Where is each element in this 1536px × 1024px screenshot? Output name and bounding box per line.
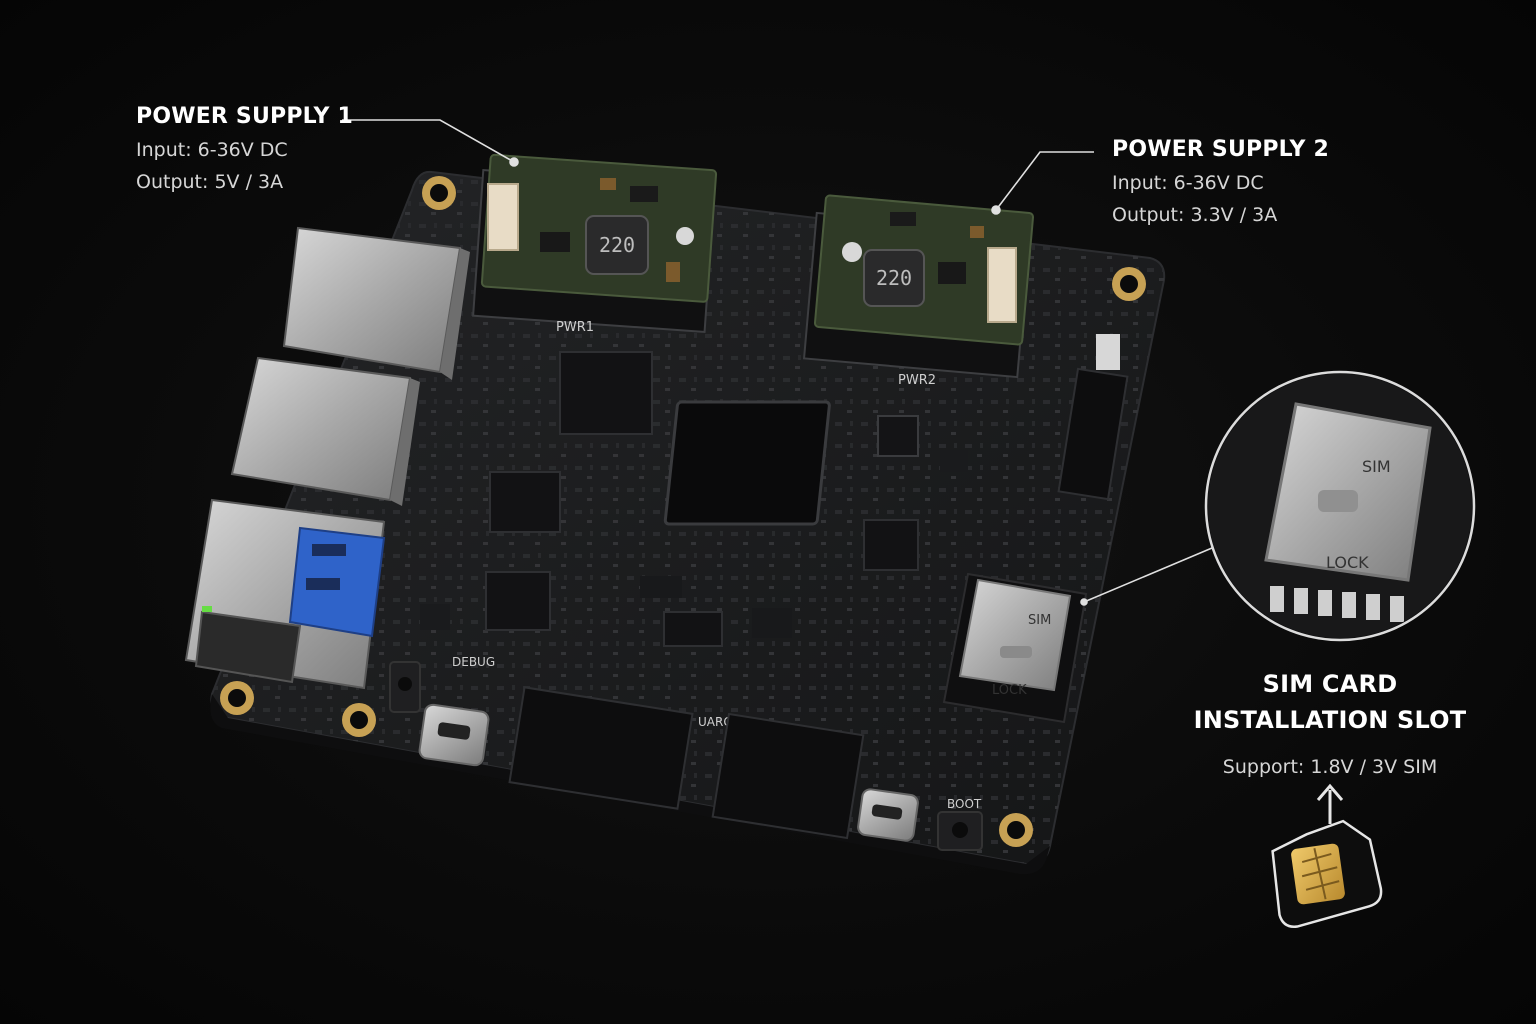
debug-button — [389, 661, 421, 713]
mounting-holes — [220, 176, 1146, 847]
ethernet-port-2 — [230, 356, 420, 506]
sim-slot-lock-label: LOCK — [992, 683, 1027, 698]
power-supply-2-output: Output: 3.3V / 3A — [1112, 204, 1278, 226]
usb-c-port-left — [418, 703, 490, 767]
power-supply-2-input: Input: 6-36V DC — [1112, 172, 1264, 194]
power-supply-2-callout: POWER SUPPLY 2 Input: 6-36V DC Output: 3… — [1112, 137, 1329, 226]
pin-header-right — [711, 712, 865, 840]
sim-zoom-circle: SIM LOCK — [1204, 370, 1476, 642]
sim-slot-callout: SIM CARD INSTALLATION SLOT Support: 1.8V… — [1190, 666, 1470, 778]
zoom-sim-label: SIM — [1362, 457, 1391, 476]
power-module-2: 220 — [802, 194, 1035, 379]
label-debug: DEBUG — [452, 655, 495, 669]
power-module-1: 220 — [472, 153, 718, 333]
label-uart: UARG — [698, 715, 733, 729]
sim-card-icon — [1271, 783, 1383, 929]
usb-ethernet-combo-port — [184, 498, 386, 690]
usb-c-port-right — [857, 788, 919, 842]
ethernet-port-1 — [282, 226, 470, 380]
sim-slot-sim-label: SIM — [1028, 613, 1051, 628]
label-boot: BOOT — [947, 797, 982, 811]
silkscreen: PWR1 PWR2 DEBUG UARG BOOT — [452, 320, 982, 811]
label-pwr1: PWR1 — [556, 320, 594, 335]
label-pwr2: PWR2 — [898, 373, 936, 388]
power-supply-1-output: Output: 5V / 3A — [136, 171, 284, 193]
sim-slot-title-line1: SIM CARD — [1262, 670, 1398, 698]
power-supply-1-callout: POWER SUPPLY 1 Input: 6-36V DC Output: 5… — [136, 104, 353, 193]
power-supply-1-title: POWER SUPPLY 1 — [136, 104, 353, 129]
module1-marking: 220 — [599, 233, 635, 257]
leader-lines — [342, 119, 1213, 606]
sim-slot-title-line2: INSTALLATION SLOT — [1193, 706, 1467, 734]
sim-slot-support: Support: 1.8V / 3V SIM — [1222, 756, 1438, 778]
chips — [420, 351, 968, 647]
module2-marking: 220 — [876, 266, 912, 290]
power-supply-1-input: Input: 6-36V DC — [136, 139, 288, 161]
pin-header-left — [508, 686, 694, 810]
zoom-lock-label: LOCK — [1326, 553, 1369, 572]
pin-header-vertical — [1057, 334, 1129, 501]
boot-button — [937, 811, 983, 851]
power-supply-2-title: POWER SUPPLY 2 — [1112, 137, 1329, 162]
sim-slot: SIM LOCK — [942, 572, 1088, 724]
